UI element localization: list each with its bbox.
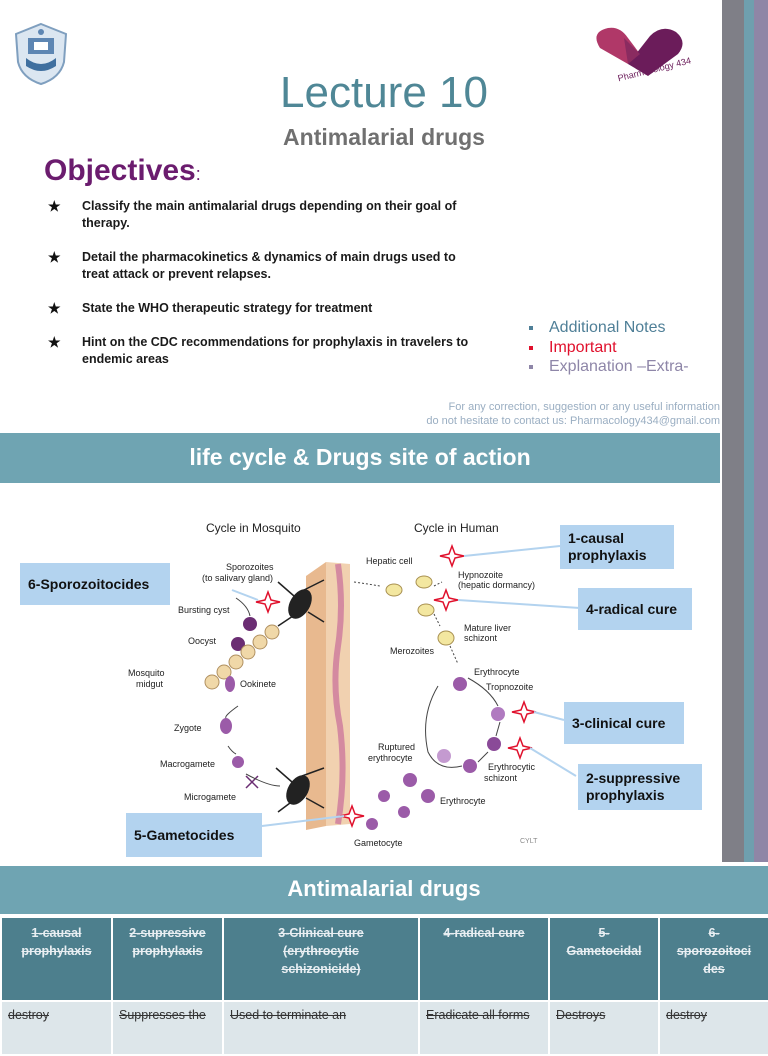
- legend-item-additional-notes: Additional Notes: [529, 318, 689, 338]
- svg-text:schizont: schizont: [484, 773, 518, 783]
- svg-text:(to salivary gland): (to salivary gland): [202, 573, 273, 583]
- action-star-icon: [433, 587, 459, 613]
- svg-text:Mosquito: Mosquito: [128, 668, 165, 678]
- pharmacology-heart-logo-icon: Pharmacology 434: [596, 27, 692, 83]
- svg-text:Erythrocyte: Erythrocyte: [440, 796, 486, 806]
- objective-item: ★Detail the pharmacokinetics & dynamics …: [48, 249, 456, 281]
- objectives-list: ★Classify the main antimalarial drugs de…: [48, 198, 478, 385]
- ookinete-icon: [225, 676, 235, 692]
- mosquito-bottom-icon: [275, 767, 325, 813]
- table-cell: Destroys: [548, 1000, 660, 1056]
- svg-text:Oocyst: Oocyst: [188, 636, 217, 646]
- svg-text:CYLT: CYLT: [520, 838, 538, 845]
- svg-text:Microgamete: Microgamete: [184, 792, 236, 802]
- svg-text:Zygote: Zygote: [174, 723, 202, 733]
- bullet-square-icon: [529, 345, 533, 350]
- legend-item-explanation: Explanation –Extra-: [529, 357, 689, 377]
- bullet-square-icon: [529, 365, 533, 369]
- table-header-cell: 5-Gametocidal: [548, 916, 660, 1002]
- svg-text:Mature liver: Mature liver: [464, 623, 511, 633]
- objectives-heading: Objectives:: [44, 154, 201, 187]
- side-bar-teal: [744, 0, 754, 862]
- callout-sporozoitocides: 6-Sporozoitocides: [20, 563, 170, 605]
- action-star-icon: [507, 735, 533, 761]
- star-icon: ★: [48, 198, 61, 214]
- star-icon: ★: [48, 300, 61, 316]
- svg-text:Ookinete: Ookinete: [240, 679, 276, 689]
- table-cell: Eradicate all forms: [418, 1000, 550, 1056]
- svg-text:Erythrocytic: Erythrocytic: [488, 762, 536, 772]
- callout-gametocides: 5-Gametocides: [126, 813, 262, 857]
- table-cell: destroy: [0, 1000, 113, 1056]
- svg-text:schizont: schizont: [464, 633, 498, 643]
- svg-text:erythrocyte: erythrocyte: [368, 753, 413, 763]
- objective-item: ★State the WHO therapeutic strategy for …: [48, 300, 373, 316]
- erythrocytes: [366, 677, 505, 830]
- star-icon: ★: [48, 334, 61, 350]
- table-cell: Suppresses the: [111, 1000, 224, 1056]
- skin-layer: [306, 562, 326, 830]
- table-header-cell: 4-radical cure: [418, 916, 550, 1002]
- svg-text:midgut: midgut: [136, 679, 164, 689]
- svg-text:Hepatic cell: Hepatic cell: [366, 556, 413, 566]
- blood-vessel: [332, 563, 346, 825]
- svg-text:Gametocyte: Gametocyte: [354, 838, 403, 848]
- midgut-cells: [204, 624, 280, 690]
- table-row: destroy Suppresses the Used to terminate…: [0, 1000, 768, 1056]
- university-crest-icon: [14, 22, 68, 86]
- bullet-square-icon: [529, 326, 533, 330]
- section-banner-life-cycle: life cycle & Drugs site of action: [0, 433, 720, 483]
- oocyst-icon: [231, 637, 245, 651]
- svg-text:Macrogamete: Macrogamete: [160, 759, 215, 769]
- callout-connectors: [231, 545, 581, 827]
- hepatic-cells: [385, 575, 455, 646]
- microgamete-icon: [245, 775, 259, 789]
- svg-text:Tropnozoite: Tropnozoite: [486, 682, 533, 692]
- cyst-icon: [243, 617, 257, 631]
- color-legend: Additional Notes Important Explanation –…: [529, 318, 689, 377]
- cycle-arrows-left: [225, 597, 281, 787]
- side-bar-purple: [754, 0, 768, 862]
- svg-text:Sporozoites: Sporozoites: [226, 562, 274, 572]
- action-star-icon: [339, 803, 365, 829]
- svg-text:Bursting cyst: Bursting cyst: [178, 605, 230, 615]
- action-star-icon: [255, 589, 281, 615]
- side-bar-gray: [722, 0, 744, 862]
- svg-text:(hepatic dormancy): (hepatic dormancy): [458, 580, 535, 590]
- macrogamete-icon: [232, 756, 244, 768]
- zygote-icon: [220, 718, 232, 734]
- callout-clinical-cure: 3-clinical cure: [564, 702, 684, 744]
- objective-item: ★Classify the main antimalarial drugs de…: [48, 198, 457, 230]
- callout-radical-cure: 4-radical cure: [578, 588, 692, 630]
- section-banner-antimalarial-drugs: Antimalarial drugs: [0, 866, 768, 914]
- action-star-icon: [511, 699, 537, 725]
- table-cell: Used to terminate an: [222, 1000, 420, 1056]
- cycle-mosquito-label: Cycle in Mosquito: [206, 521, 301, 535]
- svg-text:Erythrocyte: Erythrocyte: [474, 667, 520, 677]
- objective-item: ★Hint on the CDC recommendations for pro…: [48, 334, 469, 366]
- svg-text:Ruptured: Ruptured: [378, 742, 415, 752]
- page-title: Lecture 10: [280, 68, 488, 117]
- cycle-arrows-liver: [353, 581, 459, 665]
- mosquito-top-icon: [277, 579, 325, 627]
- contact-note: For any correction, suggestion or any us…: [426, 401, 720, 427]
- cycle-human-label: Cycle in Human: [414, 521, 499, 535]
- page-subtitle: Antimalarial drugs: [283, 124, 485, 150]
- cycle-arrows-blood: [425, 677, 501, 768]
- star-icon: ★: [48, 249, 61, 265]
- table-cell: destroy: [658, 1000, 768, 1056]
- legend-item-important: Important: [529, 338, 689, 358]
- svg-text:Merozoites: Merozoites: [390, 646, 435, 656]
- action-star-icon: [439, 543, 465, 569]
- svg-text:Hypnozoite: Hypnozoite: [458, 570, 503, 580]
